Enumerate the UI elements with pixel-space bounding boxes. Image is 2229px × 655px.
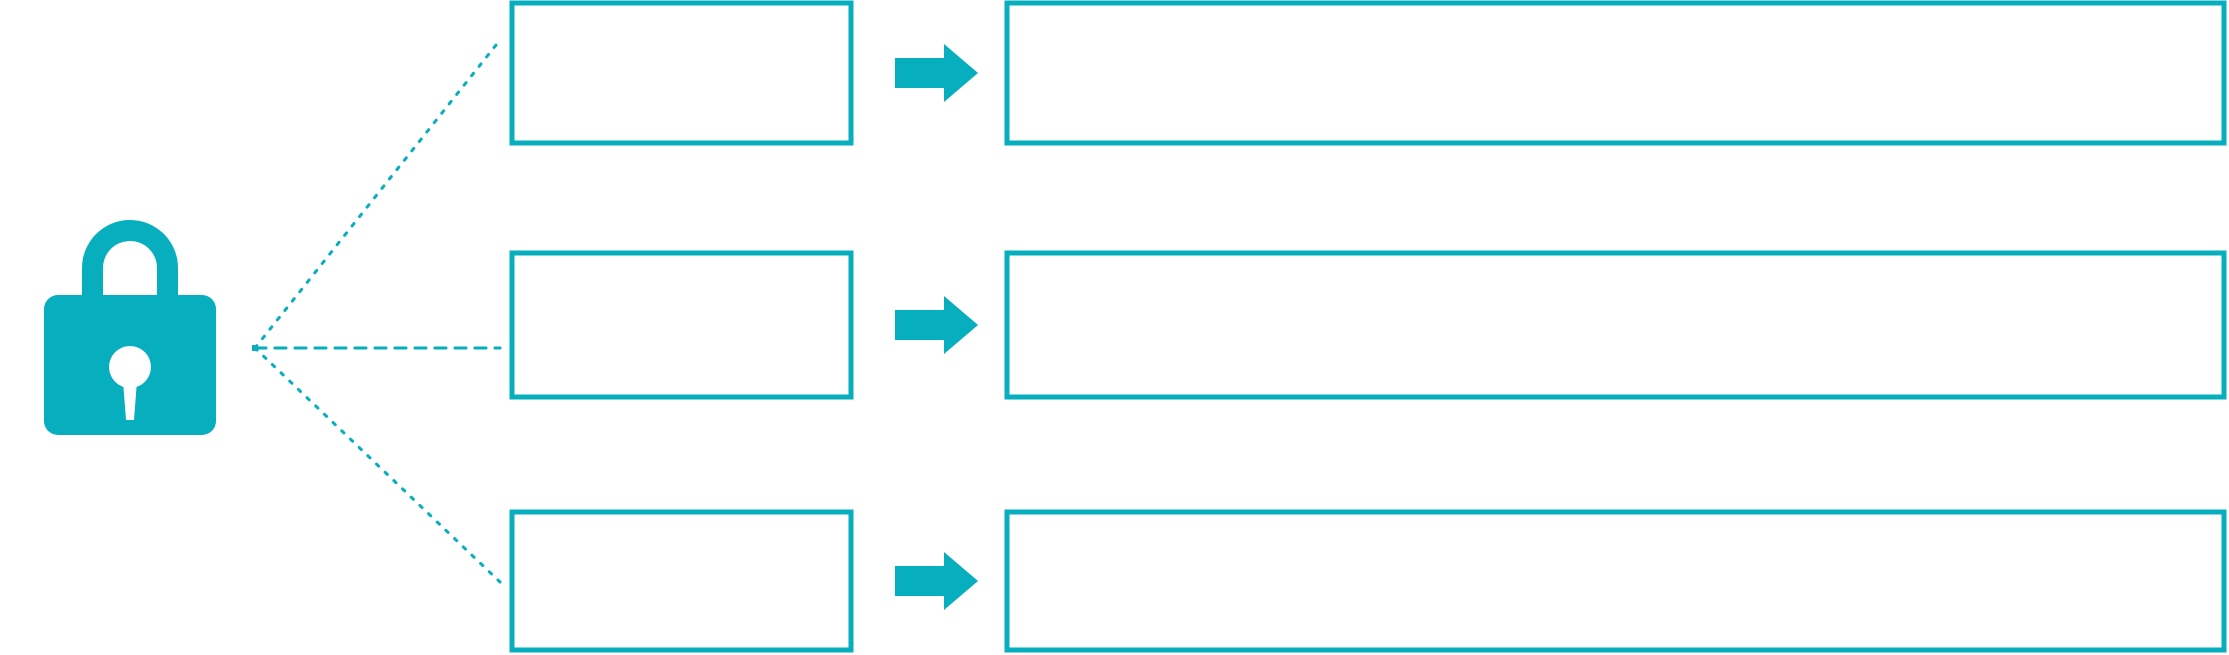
row-2-arrow-right-icon [895,296,978,354]
row-1-large-box[interactable] [1004,0,2227,146]
row-2-large-box[interactable] [1004,250,2227,400]
row-1-small-box[interactable] [509,0,854,146]
connector-row-3 [253,346,502,584]
row-1-arrow-right-icon [895,44,978,102]
row-2 [509,250,2227,400]
row-1 [509,0,2227,146]
branch-origin-node [252,345,258,351]
row-3 [509,509,2227,653]
row-2-small-box[interactable] [509,250,854,400]
row-3-large-box[interactable] [1004,509,2227,653]
lock-body [44,295,216,435]
row-3-arrow-right-icon [895,552,978,610]
row-3-small-box[interactable] [509,509,854,653]
lock-icon [44,220,216,435]
connector-row-1 [253,38,502,350]
branch-connectors [252,38,502,584]
